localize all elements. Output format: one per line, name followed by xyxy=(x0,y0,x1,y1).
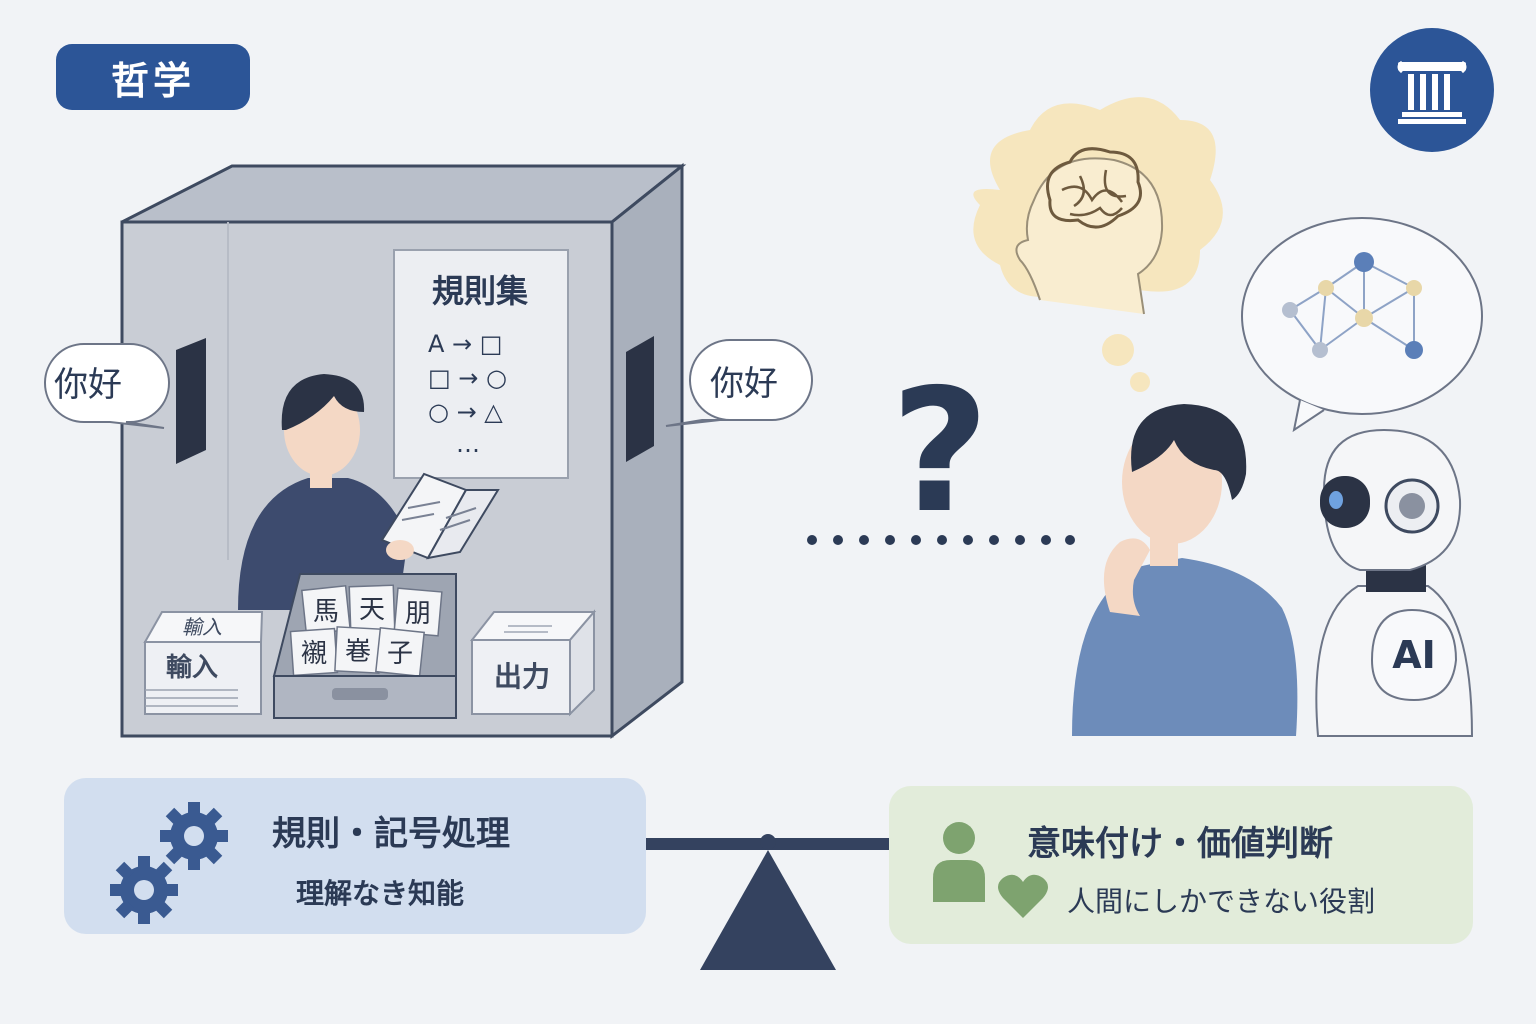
left-panel-subtitle: 理解なき知能 xyxy=(296,877,465,910)
network-thought-bubble xyxy=(1241,217,1483,433)
output-message: 你好 xyxy=(710,364,778,404)
category-tag: 哲学 xyxy=(56,44,250,110)
gears-icon xyxy=(110,802,228,924)
card-char: 馬 xyxy=(313,597,339,627)
card-char: 朋 xyxy=(405,599,431,629)
card-drawer: 馬 天 朋 襯 㟟 子 xyxy=(272,573,457,719)
ai-robot: AI xyxy=(1315,428,1474,737)
rule-ellipsis: … xyxy=(456,430,480,458)
thinking-person xyxy=(1072,404,1298,736)
output-slot xyxy=(626,336,654,462)
input-speech-bubble: 你好 xyxy=(44,343,170,429)
rule-line: □ → ○ xyxy=(428,364,507,392)
meaning-value-panel: 意味付け・価値判断 人間にしかできない役割 xyxy=(889,786,1473,944)
input-message: 你好 xyxy=(54,365,122,405)
balance-scale xyxy=(646,834,890,970)
rulebook-title: 規則集 xyxy=(432,272,528,310)
column-icon xyxy=(1370,28,1494,152)
card-char: 天 xyxy=(359,595,385,625)
input-tray: 輸入 輸入 xyxy=(143,611,264,715)
card-char: 㟟 xyxy=(345,637,371,667)
output-tray: 出力 xyxy=(469,609,597,717)
output-tray-label: 出力 xyxy=(494,660,550,693)
dotted-connector xyxy=(807,535,1075,545)
right-panel-subtitle: 人間にしかできない役割 xyxy=(1067,885,1376,918)
input-slot xyxy=(176,338,206,464)
person-icon xyxy=(933,822,985,902)
input-tray-top-text: 輸入 xyxy=(182,615,222,639)
card-char: 襯 xyxy=(301,639,327,669)
robot-label: AI xyxy=(1392,633,1436,677)
question-mark: ? xyxy=(891,353,990,551)
rule-line: A → □ xyxy=(428,330,502,358)
right-panel-title: 意味付け・価値判断 xyxy=(1027,824,1333,864)
brain-thought-cloud xyxy=(973,97,1223,392)
output-speech-bubble: 你好 xyxy=(665,339,813,427)
rule-processing-panel: 規則・記号処理 理解なき知能 xyxy=(64,778,646,934)
rulebook-poster: 規則集 A → □ □ → ○ ○ → △ … xyxy=(393,249,569,479)
left-panel-title: 規則・記号処理 xyxy=(272,814,510,854)
input-tray-label: 輸入 xyxy=(166,652,218,683)
rule-line: ○ → △ xyxy=(428,398,503,426)
heart-icon xyxy=(998,874,1048,918)
card-char: 子 xyxy=(387,639,413,669)
